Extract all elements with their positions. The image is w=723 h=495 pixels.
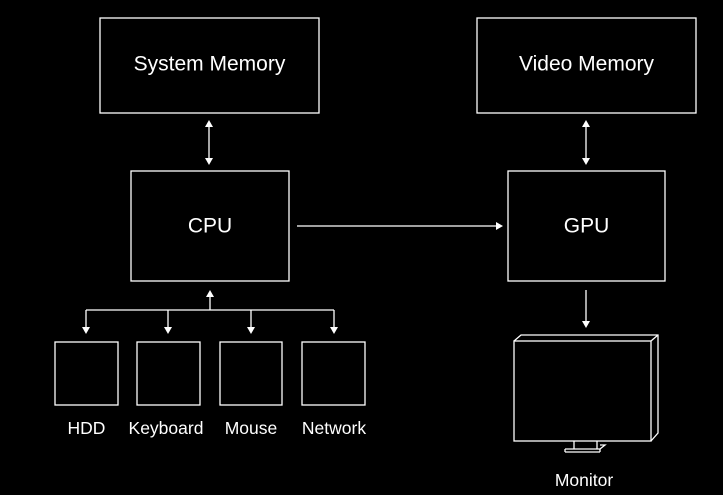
mouse-node: Mouse (219, 341, 283, 438)
system-memory-cpu-arrow (205, 120, 213, 165)
monitor-icon (513, 334, 659, 453)
network-node: Network (301, 341, 366, 438)
cpu-node: CPU (130, 170, 290, 282)
monitor-node: Monitor (513, 334, 659, 490)
keyboard-node: Keyboard (129, 341, 204, 438)
peripheral-bus (82, 290, 338, 334)
mouse-label: Mouse (225, 418, 278, 438)
video-memory-label: Video Memory (519, 53, 655, 76)
video-memory-box (476, 17, 697, 114)
network-box (301, 341, 366, 406)
video-memory-node: Video Memory (476, 17, 697, 114)
hdd-label: HDD (68, 418, 106, 438)
cpu-gpu-arrow (297, 222, 503, 230)
hdd-node: HDD (54, 341, 119, 438)
keyboard-box (136, 341, 201, 406)
cpu-label: CPU (188, 215, 232, 238)
video-memory-gpu-arrow (582, 120, 590, 165)
cpu-box (130, 170, 290, 282)
gpu-label: GPU (564, 215, 610, 238)
system-memory-label: System Memory (134, 53, 286, 76)
mouse-box (219, 341, 283, 406)
gpu-monitor-arrow (582, 290, 590, 328)
gpu-node: GPU (507, 170, 666, 282)
gpu-box (507, 170, 666, 282)
monitor-label: Monitor (555, 470, 614, 490)
system-memory-node: System Memory (99, 17, 320, 114)
network-label: Network (302, 418, 366, 438)
keyboard-label: Keyboard (129, 418, 204, 438)
hdd-box (54, 341, 119, 406)
system-memory-box (99, 17, 320, 114)
